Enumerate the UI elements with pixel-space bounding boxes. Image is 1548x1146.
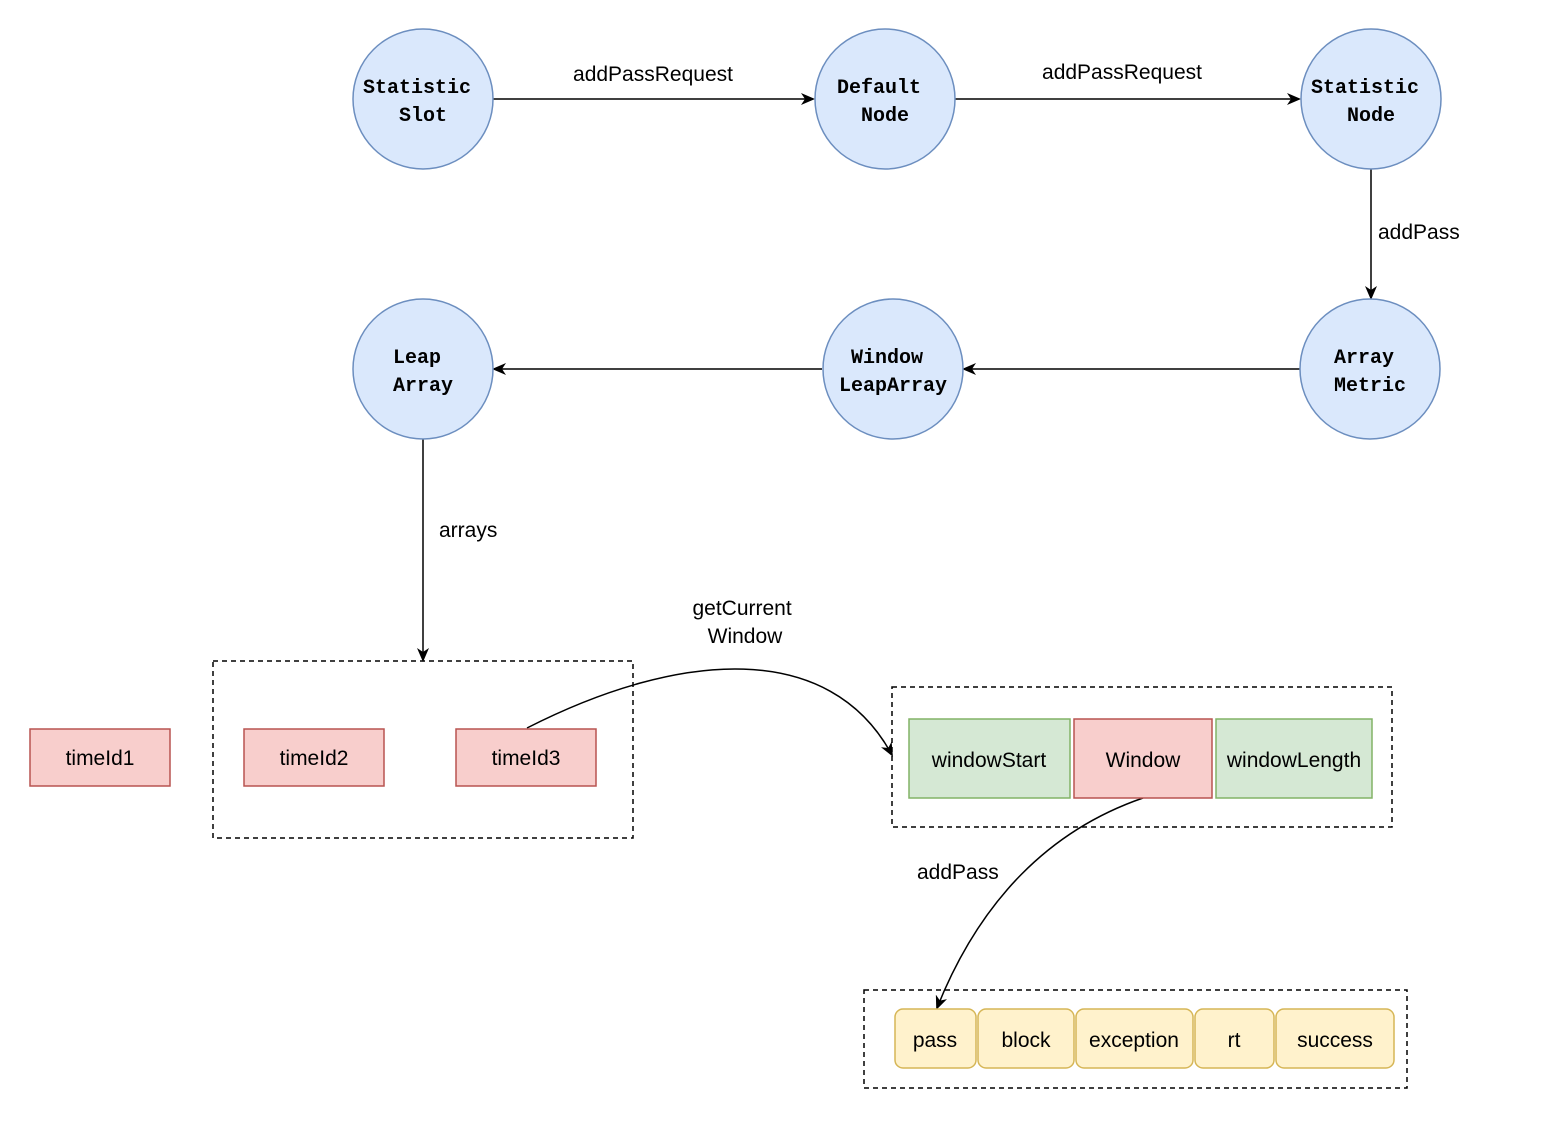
edge-label-arrays: arrays	[439, 519, 497, 542]
svg-text:exception: exception	[1089, 1029, 1179, 1052]
svg-text:rt: rt	[1228, 1029, 1241, 1052]
edge-window-to-counters	[935, 797, 1144, 1010]
svg-text:Array Metric: Array Metric	[1334, 347, 1406, 398]
edge-label-add-pass-1: addPass	[1378, 221, 1460, 244]
node-statistic-slot: Statistic Slot	[352, 28, 494, 170]
time-id-2: timeId2	[243, 728, 385, 787]
node-default-node: Default Node	[814, 28, 956, 170]
edge-label-add-pass-2: addPass	[917, 861, 999, 884]
svg-text:windowLength: windowLength	[1226, 749, 1361, 772]
edge-label-add-pass-request-2: addPassRequest	[1042, 61, 1202, 84]
edge-time-to-window	[526, 668, 893, 757]
svg-text:Default Node: Default Node	[837, 77, 933, 128]
counter-pass: pass	[894, 1008, 977, 1069]
counter-exception: exception	[1075, 1008, 1194, 1069]
counter-success: success	[1275, 1008, 1395, 1069]
counter-rt: rt	[1194, 1008, 1275, 1069]
svg-text:block: block	[1001, 1029, 1051, 1052]
counter-block: block	[977, 1008, 1075, 1069]
window-length-field: windowLength	[1215, 718, 1373, 799]
node-leap-array: Leap Array	[352, 298, 494, 440]
time-id-1: timeId1	[29, 728, 171, 787]
svg-text:timeId3: timeId3	[492, 747, 561, 770]
node-statistic-node: Statistic Node	[1300, 28, 1442, 170]
window-field: Window	[1073, 718, 1213, 799]
svg-text:Statistic Slot: Statistic Slot	[363, 77, 483, 128]
arrays-group-box	[212, 660, 634, 839]
counters-group-box	[863, 989, 1408, 1089]
window-start-field: windowStart	[908, 718, 1071, 799]
svg-text:pass: pass	[913, 1029, 957, 1052]
window-group-box	[891, 686, 1393, 828]
time-id-3: timeId3	[455, 728, 597, 787]
edge-label-get-current-window: getCurrent Window	[692, 597, 797, 648]
svg-text:windowStart: windowStart	[931, 749, 1047, 772]
svg-text:Statistic Node: Statistic Node	[1311, 77, 1431, 128]
node-array-metric: Array Metric	[1299, 298, 1441, 440]
svg-text:Leap Array: Leap Array	[393, 347, 453, 398]
svg-text:Window LeapArray: Window LeapArray	[839, 347, 947, 398]
svg-text:timeId2: timeId2	[280, 747, 349, 770]
svg-text:timeId1: timeId1	[66, 747, 135, 770]
node-window-leap-array: Window LeapArray	[822, 298, 964, 440]
svg-text:success: success	[1297, 1029, 1373, 1052]
svg-text:Window: Window	[1106, 749, 1182, 772]
edge-label-add-pass-request-1: addPassRequest	[573, 63, 733, 86]
